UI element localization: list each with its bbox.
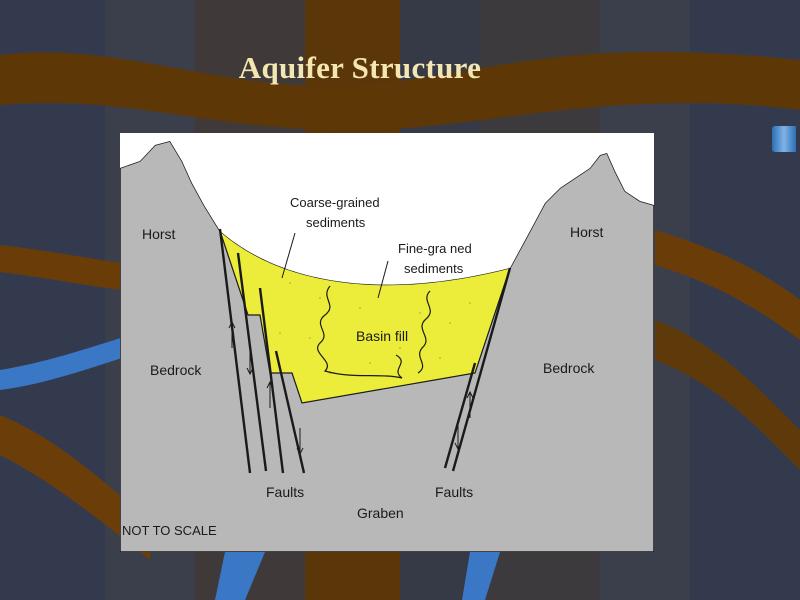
bg-wave-right bbox=[655, 230, 800, 340]
aquifer-diagram-panel: Horst Horst Coarse-grained sediments Fin… bbox=[120, 133, 654, 552]
fine-sediment-boundary-right bbox=[417, 290, 431, 374]
label-faults-right: Faults bbox=[435, 484, 473, 500]
faults-left bbox=[218, 228, 306, 474]
label-fine-grained: Fine-gra ned bbox=[398, 241, 472, 256]
aquifer-diagram: Horst Horst Coarse-grained sediments Fin… bbox=[120, 133, 654, 552]
label-horst-left: Horst bbox=[142, 226, 176, 242]
slide-title: Aquifer Structure bbox=[238, 50, 482, 85]
label-basin-fill: Basin fill bbox=[356, 328, 408, 344]
corner-tab-decoration bbox=[772, 126, 796, 152]
fault-arrows-left bbox=[228, 320, 304, 456]
faults-right bbox=[443, 267, 512, 472]
bg-wave-blue-bottom bbox=[215, 552, 265, 600]
label-faults-left: Faults bbox=[266, 484, 304, 500]
bg-wave-right-2 bbox=[655, 320, 800, 470]
sediment-stipple bbox=[279, 282, 471, 374]
label-fine-sediments: sediments bbox=[404, 261, 464, 276]
bg-wave-blue-bottom-2 bbox=[462, 552, 500, 600]
leader-lines bbox=[281, 232, 389, 299]
label-bedrock-right: Bedrock bbox=[543, 360, 595, 376]
fault-arrows-right bbox=[454, 390, 474, 451]
label-graben: Graben bbox=[357, 505, 404, 521]
bg-wave-bottom-left bbox=[0, 415, 150, 560]
fine-sediment-boundary-left bbox=[317, 285, 403, 379]
label-coarse-grained: Coarse-grained bbox=[290, 195, 380, 210]
label-bedrock-left: Bedrock bbox=[150, 362, 202, 378]
label-coarse-sediments: sediments bbox=[306, 215, 366, 230]
label-not-to-scale: NOT TO SCALE bbox=[122, 523, 217, 538]
sky-region bbox=[120, 133, 654, 285]
bg-wave-top bbox=[0, 51, 800, 131]
label-horst-right: Horst bbox=[570, 224, 604, 240]
